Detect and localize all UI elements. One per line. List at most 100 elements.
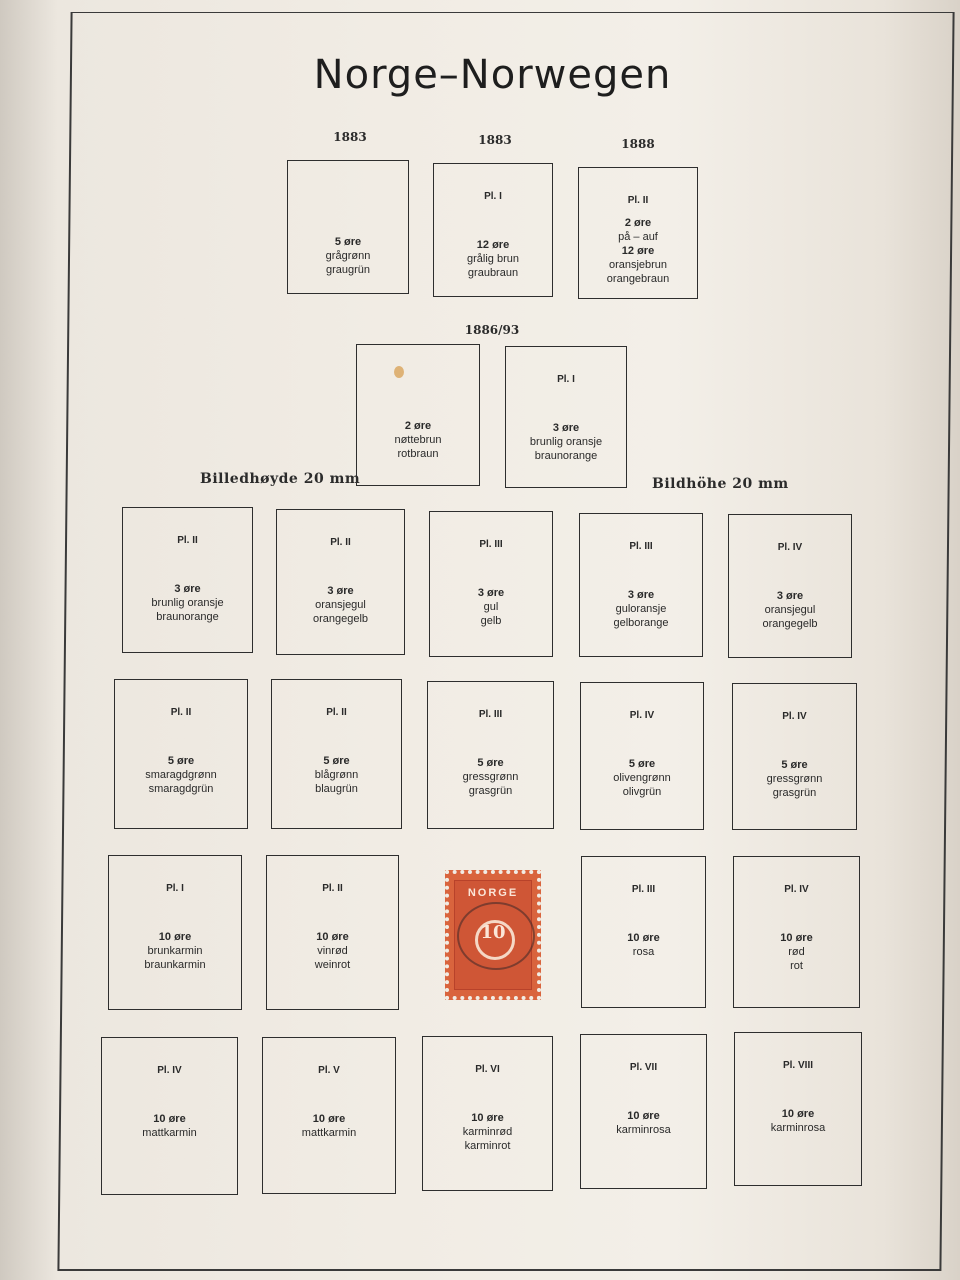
year-label: 1883 <box>333 130 367 144</box>
stamp-description: 3 øre guloransje gelborange <box>580 588 702 630</box>
color-text: brunlig oransje <box>529 436 603 448</box>
page-title: Norge–Norwegen <box>313 52 672 98</box>
denomination-text: 3 øre <box>477 587 505 599</box>
color-text: karminrød <box>462 1126 513 1138</box>
plate-label: Pl. II <box>627 195 649 206</box>
paper-stain <box>394 366 404 378</box>
year-label: 1888 <box>621 137 655 151</box>
denomination-text: 3 øre <box>776 590 804 602</box>
denomination-text: 10 øre <box>627 1110 660 1122</box>
denomination-text: 2 øre <box>624 217 652 229</box>
plate-label: Pl. V <box>318 1065 340 1076</box>
color-text: guloransje <box>615 603 667 615</box>
denomination-text: 5 øre <box>334 236 362 248</box>
year-label: 1883 <box>478 133 512 147</box>
denomination-text: 10 øre <box>316 931 349 943</box>
color-text: orangegelb <box>312 613 369 625</box>
stamp-space: Pl. IV 10 øre mattkarmin <box>101 1037 238 1195</box>
plate-label: Pl. I <box>484 191 502 202</box>
color-text: mattkarmin <box>142 1127 197 1139</box>
denomination-text: 5 øre <box>477 757 504 769</box>
color-text: smaragdgrün <box>148 783 214 795</box>
plate-label: Pl. IV <box>777 542 803 553</box>
stamp-space: 5 øre grågrønn graugrün <box>287 160 409 294</box>
color-text: rotbraun <box>397 448 439 460</box>
plate-label: Pl. VII <box>629 1062 658 1073</box>
stamp-space: Pl. VIII 10 øre karminrosa <box>734 1032 862 1186</box>
color-text: rot <box>790 960 803 972</box>
year-label: 1886/93 <box>464 323 520 337</box>
color-text: oransjegul <box>764 604 816 616</box>
color-text: brunlig oransje <box>151 597 224 609</box>
color-text: karminrosa <box>770 1122 826 1134</box>
color-text: karminrot <box>464 1140 511 1152</box>
color-text: gressgrønn <box>766 773 823 785</box>
plate-label: Pl. III <box>479 539 503 550</box>
color-text: på – auf <box>618 231 658 243</box>
denomination-text: 10 øre <box>153 1113 186 1125</box>
color-text: mattkarmin <box>301 1127 357 1139</box>
plate-label: Pl. VIII <box>782 1060 813 1071</box>
denomination-text: 10 øre <box>780 932 813 944</box>
plate-label: Pl. I <box>557 374 575 385</box>
denomination-text: 3 øre <box>627 589 655 601</box>
color-text: blaugrün <box>315 783 358 795</box>
denomination-text: 2 øre <box>404 420 432 432</box>
plate-label: Pl. II <box>170 707 192 718</box>
stamp-value: 10 <box>480 922 506 943</box>
denomination-text: 10 øre <box>158 931 192 943</box>
color-text: karminrosa <box>616 1124 671 1136</box>
plate-label: Pl. III <box>631 884 656 895</box>
color-text: orangebraun <box>606 273 670 285</box>
color-text: graugrün <box>325 264 371 276</box>
stamp-space: Pl. VII 10 øre karminrosa <box>580 1034 707 1189</box>
color-text: grågrønn <box>325 250 371 262</box>
denomination-text: 5 øre <box>323 755 350 767</box>
stamp-description: 10 øre karminrosa <box>735 1107 861 1135</box>
color-text: gelborange <box>613 617 669 629</box>
color-text: grålig brun <box>467 253 519 265</box>
plate-label: Pl. II <box>177 535 198 546</box>
color-text: braunkarmin <box>144 959 206 971</box>
denomination-text: 10 øre <box>781 1108 815 1120</box>
color-text: gul <box>483 601 499 613</box>
denomination-text: 5 øre <box>781 759 808 771</box>
color-text: olivengrønn <box>613 772 671 784</box>
color-text: vinrød <box>317 945 348 957</box>
color-text: 12 øre <box>621 245 655 257</box>
color-text: oransjegul <box>315 599 366 611</box>
plate-label: Pl. IV <box>157 1065 182 1076</box>
plate-label: Pl. III <box>478 709 503 720</box>
stamp-description: 5 øre grågrønn graugrün <box>288 235 408 277</box>
plate-label: Pl. II <box>330 537 351 548</box>
